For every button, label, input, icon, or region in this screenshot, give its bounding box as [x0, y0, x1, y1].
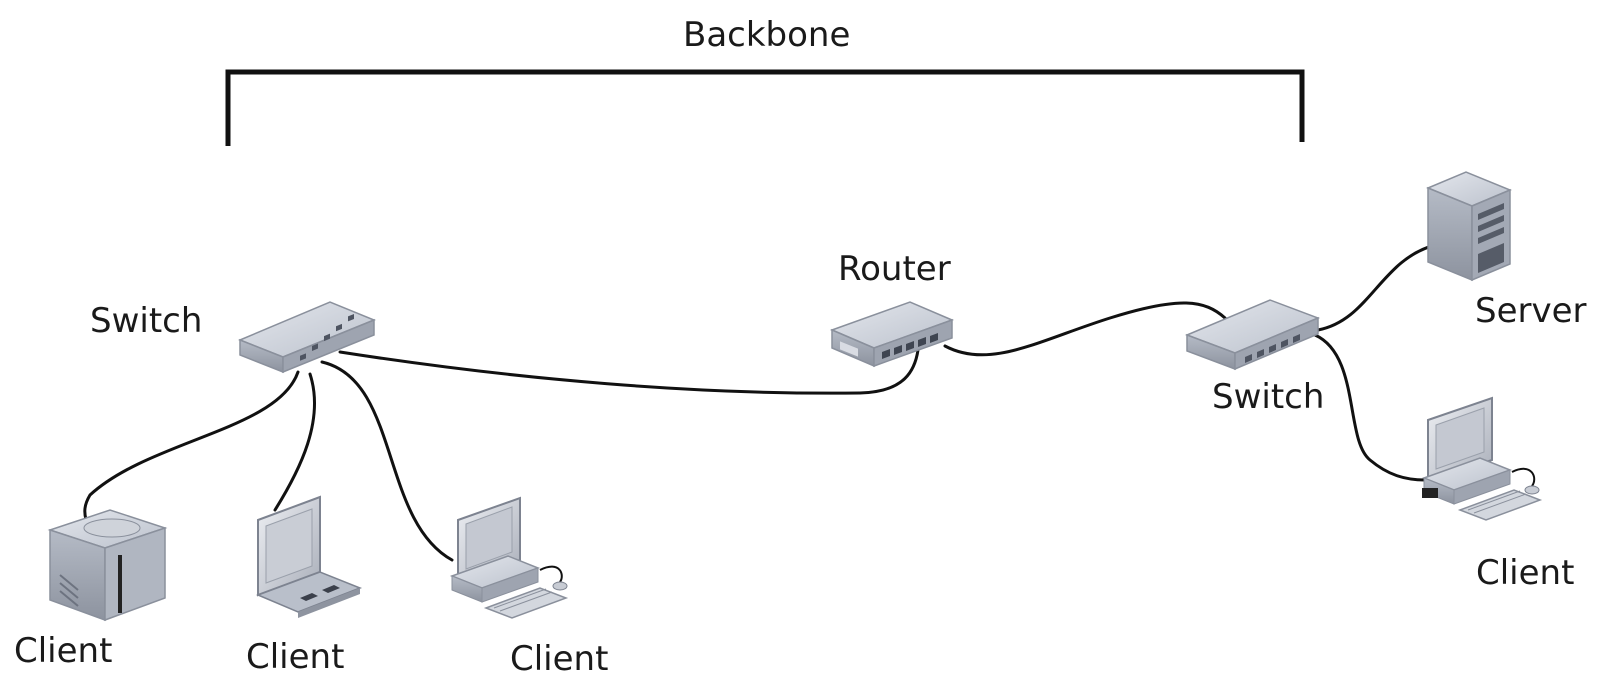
- client-1-label: Client: [14, 631, 112, 671]
- backbone-label: Backbone: [683, 15, 850, 55]
- printer-icon[interactable]: [47, 509, 168, 622]
- laptop-icon[interactable]: [255, 495, 363, 618]
- client-2-label: Client: [246, 637, 344, 677]
- client-3-label: Client: [510, 639, 608, 679]
- cable-switch-to-client-3: [320, 360, 454, 562]
- client-4-label: Client: [1476, 553, 1574, 593]
- switch-right-icon[interactable]: [1184, 299, 1321, 371]
- cables: [83, 243, 1437, 562]
- server-icon[interactable]: [1426, 171, 1512, 282]
- cable-switch-to-server: [1316, 243, 1437, 332]
- desktop-computer-icon[interactable]: [449, 496, 569, 619]
- cable-router-to-switch: [943, 301, 1227, 357]
- cable-switch-to-client-4: [1313, 333, 1427, 482]
- router-icon[interactable]: [829, 301, 955, 368]
- cable-switch-to-router: [338, 348, 920, 395]
- switch-left-icon[interactable]: [238, 301, 376, 374]
- server-label: Server: [1475, 291, 1587, 331]
- switch-left-label: Switch: [90, 301, 202, 341]
- backbone-bracket: [225, 69, 1305, 146]
- cable-switch-to-client-1: [83, 370, 300, 522]
- cable-switch-to-client-2: [273, 372, 316, 512]
- router-label: Router: [838, 249, 951, 289]
- desktop-computer-icon[interactable]: [1421, 396, 1543, 521]
- switch-right-label: Switch: [1212, 377, 1324, 417]
